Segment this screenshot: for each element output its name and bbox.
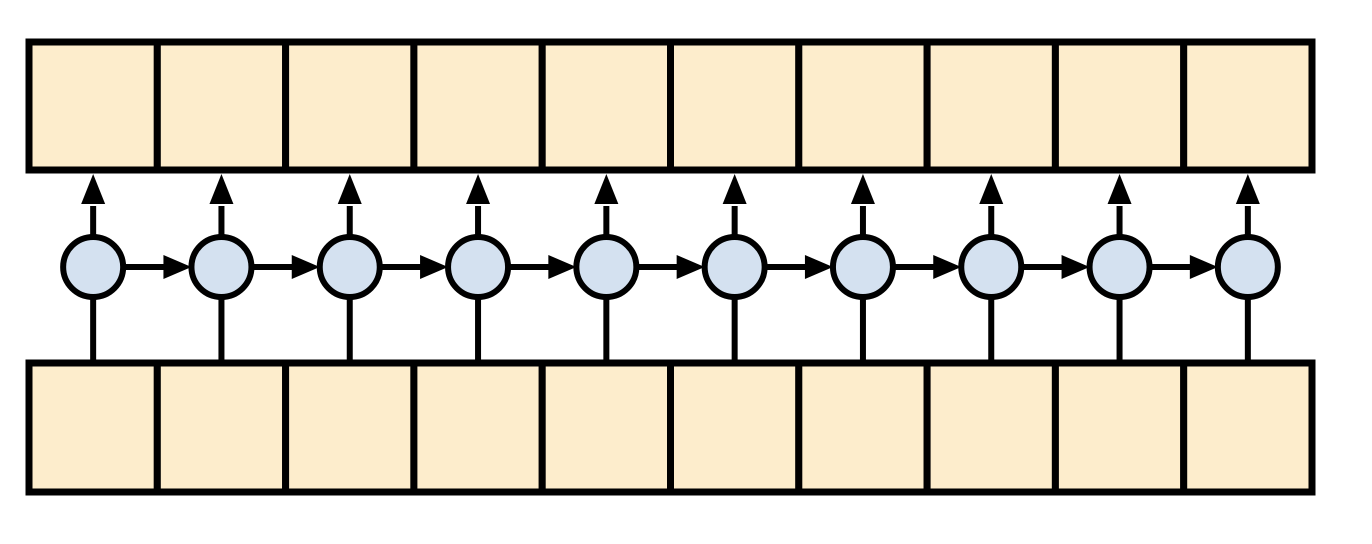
recurrent-arrowhead <box>1061 255 1090 279</box>
recurrent-unit[interactable] <box>1086 234 1153 300</box>
recurrent-unit[interactable] <box>316 234 383 300</box>
unit-to-output-arrowhead <box>81 174 106 204</box>
output-cell[interactable] <box>1180 38 1316 174</box>
unit-to-output-arrows-group <box>81 174 1260 237</box>
unit-to-output-arrowhead <box>594 174 619 204</box>
input-cell[interactable] <box>282 359 418 496</box>
input-sequence-row <box>25 359 1316 496</box>
input-cell[interactable] <box>795 359 931 496</box>
input-cell[interactable] <box>538 359 675 496</box>
recurrent-arrows-group <box>123 255 1218 279</box>
input-cell[interactable] <box>25 359 161 496</box>
output-cell[interactable] <box>25 38 161 174</box>
output-sequence-row <box>25 38 1316 174</box>
output-cell[interactable] <box>153 38 290 174</box>
recurrent-arrowhead <box>420 255 449 279</box>
unit-to-output-arrowhead <box>1235 174 1260 204</box>
recurrent-arrowhead <box>933 255 962 279</box>
recurrent-unit[interactable] <box>60 234 127 300</box>
recurrent-unit[interactable] <box>958 234 1025 300</box>
unit-to-output-arrowhead <box>722 174 747 204</box>
output-cell[interactable] <box>410 38 546 174</box>
output-cell[interactable] <box>282 38 418 174</box>
recurrent-unit[interactable] <box>1214 234 1281 300</box>
recurrent-unit-row <box>60 234 1281 300</box>
output-cell[interactable] <box>667 38 803 174</box>
input-cell[interactable] <box>1051 359 1188 496</box>
recurrent-arrowhead <box>163 255 192 279</box>
recurrent-unit[interactable] <box>701 234 768 300</box>
unit-to-output-arrowhead <box>337 174 362 204</box>
recurrent-unit[interactable] <box>445 234 512 300</box>
unit-to-output-arrowhead <box>209 174 234 204</box>
input-to-unit-connectors-group <box>90 297 1251 363</box>
output-cell[interactable] <box>1051 38 1188 174</box>
recurrent-arrowhead <box>804 255 833 279</box>
recurrent-unit[interactable] <box>188 234 255 300</box>
input-cell[interactable] <box>410 359 546 496</box>
input-cell[interactable] <box>923 359 1059 496</box>
recurrent-arrowhead <box>676 255 705 279</box>
recurrent-arrowhead <box>548 255 577 279</box>
unit-to-output-arrowhead <box>466 174 491 204</box>
output-cell[interactable] <box>538 38 675 174</box>
output-cell[interactable] <box>923 38 1059 174</box>
recurrent-unit[interactable] <box>573 234 640 300</box>
unit-to-output-arrowhead <box>979 174 1004 204</box>
recurrent-arrowhead <box>291 255 320 279</box>
recurrent-arrowhead <box>1189 255 1218 279</box>
unit-to-output-arrowhead <box>850 174 875 204</box>
recurrent-unit[interactable] <box>829 234 896 300</box>
input-cell[interactable] <box>153 359 290 496</box>
input-cell[interactable] <box>667 359 803 496</box>
unit-to-output-arrowhead <box>1107 174 1132 204</box>
output-cell[interactable] <box>795 38 931 174</box>
input-cell[interactable] <box>1180 359 1316 496</box>
